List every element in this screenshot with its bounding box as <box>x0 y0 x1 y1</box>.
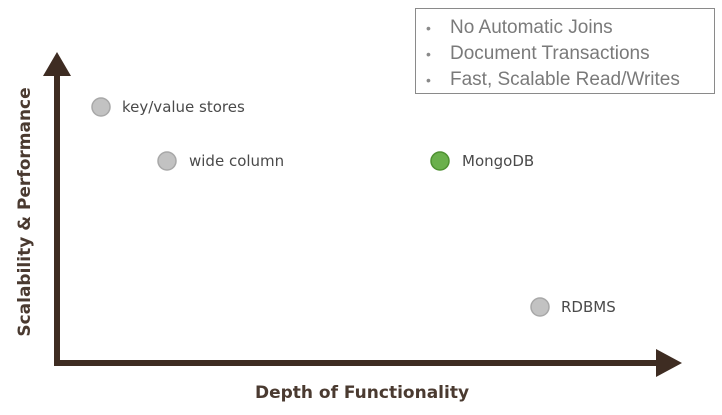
feature-item: • No Automatic Joins <box>426 15 714 41</box>
x-axis-arrow <box>656 349 682 377</box>
bullet-icon: • <box>426 20 431 36</box>
x-axis-title: Depth of Functionality <box>255 383 469 403</box>
point-label: MongoDB <box>462 152 534 170</box>
point-label: key/value stores <box>122 98 245 116</box>
point-key-value-stores: key/value stores <box>91 97 245 117</box>
point-rdbms: RDBMS <box>530 297 616 317</box>
point-marker <box>91 97 111 117</box>
point-mongodb: MongoDB <box>430 151 534 171</box>
feature-item: • Document Transactions <box>426 41 714 67</box>
feature-text: No Automatic Joins <box>450 17 613 38</box>
y-axis-title: Scalability & Performance <box>15 87 35 336</box>
point-label: RDBMS <box>561 298 616 316</box>
point-label: wide column <box>189 152 284 170</box>
feature-item: • Fast, Scalable Read/Writes <box>426 67 714 93</box>
y-axis-arrow <box>43 52 71 76</box>
feature-text: Fast, Scalable Read/Writes <box>450 69 680 90</box>
bullet-icon: • <box>426 72 431 88</box>
point-wide-column: wide column <box>157 151 284 171</box>
point-marker <box>157 151 177 171</box>
point-marker <box>430 151 450 171</box>
feature-box: • No Automatic Joins • Document Transactio… <box>415 8 715 94</box>
point-marker <box>530 297 550 317</box>
bullet-icon: • <box>426 46 431 62</box>
feature-list: • No Automatic Joins • Document Transactio… <box>426 15 714 93</box>
feature-text: Document Transactions <box>450 43 650 64</box>
